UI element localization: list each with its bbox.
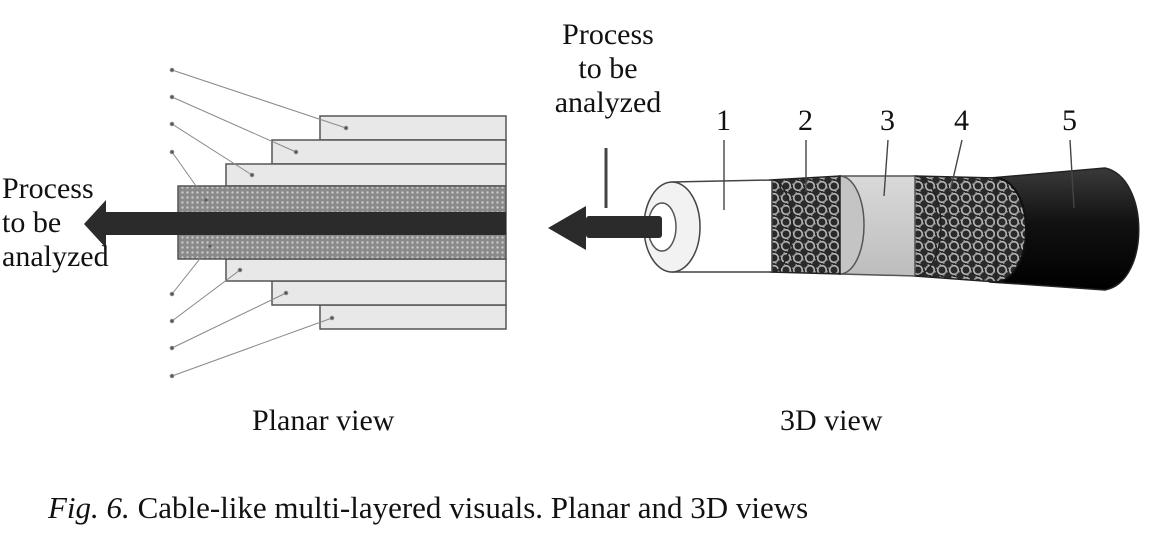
- layer-number-5: 5: [1062, 104, 1077, 137]
- planar-process-line-2: to be: [2, 206, 62, 239]
- view3d-process-label: Process to be analyzed: [540, 18, 676, 120]
- planar-layer-outer-top: [319, 115, 507, 141]
- layer-number-1: 1: [716, 104, 731, 137]
- view3d-process-line-3: analyzed: [554, 86, 662, 119]
- planar-arrow-head: [84, 200, 106, 248]
- figure-caption-prefix: Fig. 6.: [48, 490, 130, 525]
- planar-view-caption: Planar view: [252, 404, 395, 437]
- planar-layer-outer-bottom: [319, 304, 507, 330]
- view3d: [548, 139, 1140, 291]
- view3d-layer-5: [989, 167, 1140, 291]
- layer-number-2: 2: [798, 104, 813, 137]
- planar-layer-2-bottom: [271, 280, 507, 306]
- planar-process-label: Process to be analyzed: [2, 172, 109, 274]
- view3d-number-leaders: [723, 139, 1075, 210]
- planar-leader-lines: [169, 67, 349, 379]
- planar-arrow-shaft: [104, 212, 506, 235]
- view3d-arrow-head: [548, 206, 586, 250]
- view3d-process-line-2: to be: [578, 52, 638, 85]
- figure-caption-text: Cable-like multi-layered visuals. Planar…: [129, 490, 809, 525]
- view3d-arrow-shaft: [586, 216, 662, 238]
- layer-number-4: 4: [954, 104, 969, 137]
- planar-layer-3-top: [225, 163, 507, 187]
- view3d-process-line-1: Process: [562, 18, 654, 51]
- view3d-caption: 3D view: [780, 404, 883, 437]
- planar-layer-3-bottom: [225, 258, 507, 282]
- figure-caption: Fig. 6. Cable-like multi-layered visuals…: [48, 490, 808, 526]
- planar-process-line-3: analyzed: [2, 240, 109, 273]
- planar-process-line-1: Process: [2, 172, 94, 205]
- layer-number-3: 3: [880, 104, 895, 137]
- planar-layer-2-top: [271, 139, 507, 165]
- planar-view: [84, 67, 507, 379]
